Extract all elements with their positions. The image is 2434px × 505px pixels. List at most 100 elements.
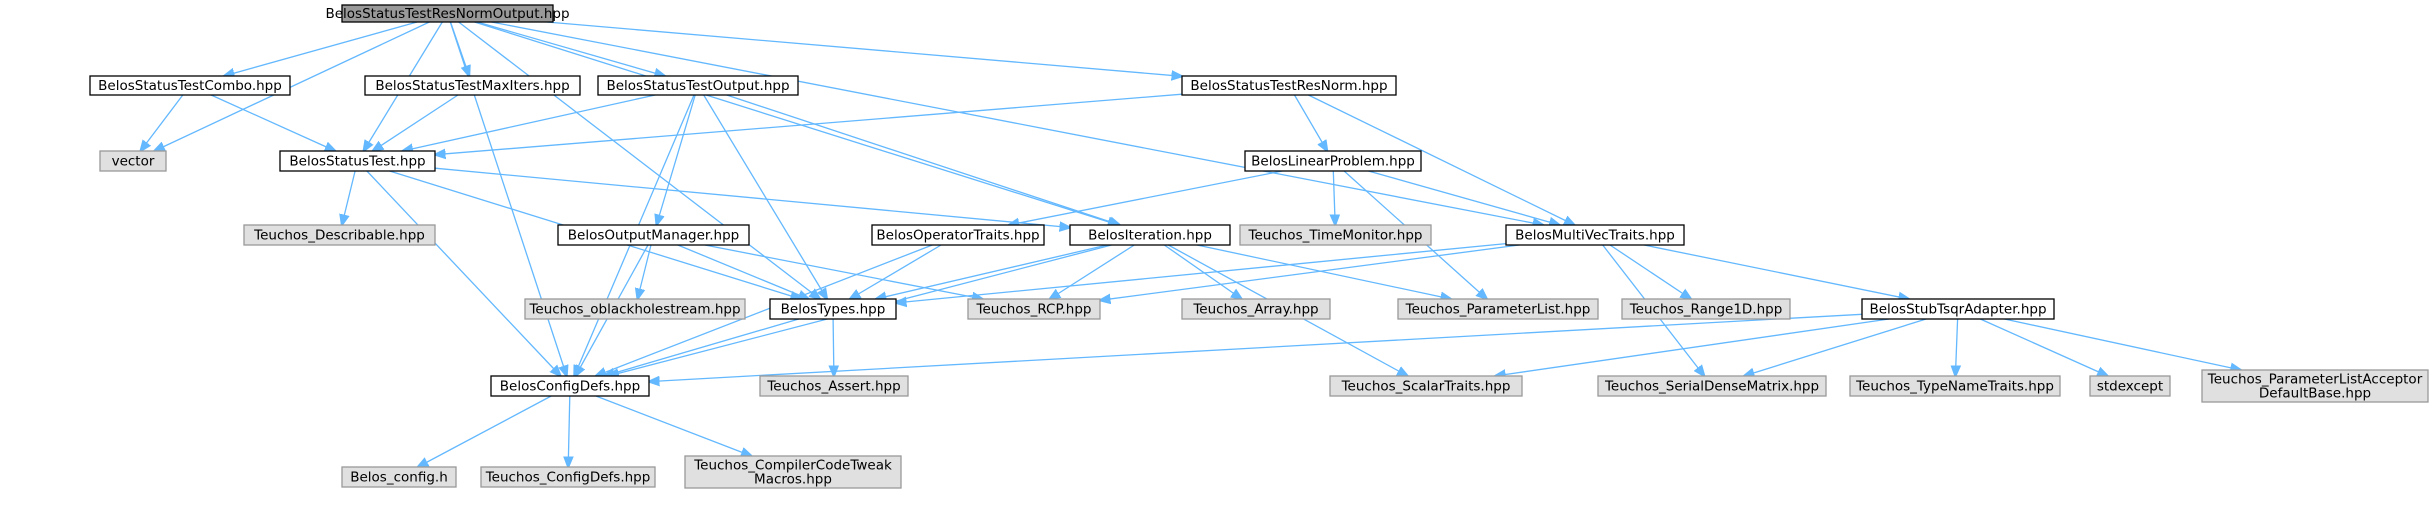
node-combo[interactable]: BelosStatusTestCombo.hpp (89, 75, 291, 96)
node-array: Teuchos_Array.hpp (1181, 298, 1331, 320)
edge-root-to-iteration (474, 21, 1119, 225)
node-label-multivectraits: BelosMultiVecTraits.hpp (1515, 228, 1675, 244)
node-box-operatortraits (871, 224, 1045, 246)
node-label-maxiters: BelosStatusTestMaxIters.hpp (375, 78, 569, 94)
node-label-compilertweak-line-2: Macros.hpp (754, 472, 832, 488)
node-label-belosconfig: Belos_config.h (350, 470, 448, 486)
node-placcept: Teuchos_ParameterListAcceptorDefaultBase… (2201, 369, 2429, 403)
node-label-tsqr: BelosStubTsqrAdapter.hpp (1869, 302, 2046, 318)
node-belosconfig: Belos_config.h (341, 466, 457, 488)
node-root[interactable]: BelosStatusTestResNormOutput.hpp (325, 4, 570, 23)
node-stdexcept: stdexcept (2089, 375, 2171, 397)
node-label-outputmanager: BelosOutputManager.hpp (568, 228, 739, 244)
edge-output-to-outputmanager (657, 94, 696, 225)
node-maxiters[interactable]: BelosStatusTestMaxIters.hpp (364, 75, 581, 96)
edge-combo-to-statustest (210, 94, 335, 151)
node-output[interactable]: BelosStatusTestOutput.hpp (597, 75, 799, 96)
node-label-statustest: BelosStatusTest.hpp (289, 154, 425, 170)
node-box-belosconfig (341, 466, 457, 488)
node-label-stdexcept: stdexcept (2097, 379, 2163, 395)
node-tsqr[interactable]: BelosStubTsqrAdapter.hpp (1861, 298, 2055, 320)
node-label-combo: BelosStatusTestCombo.hpp (98, 78, 282, 94)
node-label-describable: Teuchos_Describable.hpp (253, 228, 425, 244)
edge-resnorm-to-linearproblem (1293, 94, 1328, 151)
node-label-serialdense: Teuchos_SerialDenseMatrix.hpp (1604, 379, 1819, 395)
node-operatortraits[interactable]: BelosOperatorTraits.hpp (871, 224, 1045, 246)
node-resnorm[interactable]: BelosStatusTestResNorm.hpp (1181, 75, 1397, 96)
node-configdefs[interactable]: BelosConfigDefs.hpp (490, 375, 650, 397)
node-box-linearproblem (1244, 150, 1422, 172)
node-label-assert: Teuchos_Assert.hpp (766, 379, 900, 395)
node-range1d: Teuchos_Range1D.hpp (1621, 298, 1791, 320)
edge-linearproblem-to-timemonitor (1333, 170, 1335, 225)
edge-types-to-configdefs (604, 318, 799, 376)
edge-operatortraits-to-types (850, 244, 942, 299)
edge-linearproblem-to-multivectraits (1368, 170, 1559, 225)
edge-tsqr-to-typename (1955, 318, 1957, 376)
edge-configdefs-to-compilertweak (595, 395, 752, 456)
node-rcp: Teuchos_RCP.hpp (967, 298, 1101, 320)
edge-maxiters-to-statustest (373, 94, 459, 151)
node-box-describable (243, 224, 436, 246)
node-box-rcp (967, 298, 1101, 320)
node-box-root (341, 4, 554, 23)
node-iteration[interactable]: BelosIteration.hpp (1069, 224, 1231, 246)
node-timemonitor: Teuchos_TimeMonitor.hpp (1239, 224, 1432, 246)
edge-iteration-to-paramlist (1196, 244, 1451, 299)
node-box-blackhole (524, 298, 746, 320)
node-box-assert (759, 375, 909, 397)
node-box-types (769, 298, 897, 320)
edge-tsqr-to-serialdense (1744, 318, 1927, 376)
edge-output-to-iteration (726, 94, 1120, 225)
node-multivectraits[interactable]: BelosMultiVecTraits.hpp (1505, 224, 1685, 246)
edges-layer (141, 21, 2241, 467)
node-label-compilertweak-line-1: Teuchos_CompilerCodeTweak (693, 458, 892, 474)
edge-multivectraits-to-types (896, 242, 1507, 303)
node-vector: vector (99, 150, 167, 172)
node-label-vector: vector (112, 154, 155, 170)
edge-outputmanager-to-rcp (704, 244, 983, 299)
node-box-scalartraits (1329, 375, 1523, 397)
node-label-types: BelosTypes.hpp (781, 302, 886, 318)
edge-configdefs-to-belosconfig (418, 395, 552, 467)
node-box-timemonitor (1239, 224, 1432, 246)
node-linearproblem[interactable]: BelosLinearProblem.hpp (1244, 150, 1422, 172)
nodes-layer: BelosStatusTestResNormOutput.hppBelosSta… (89, 4, 2429, 489)
edge-outputmanager-to-types (677, 244, 809, 299)
node-label-blackhole: Teuchos_oblackholestream.hpp (528, 302, 740, 318)
node-blackhole: Teuchos_oblackholestream.hpp (524, 298, 746, 320)
node-box-vector (99, 150, 167, 172)
edge-configdefs-to-tconfigdefs (568, 395, 570, 467)
node-box-tconfigdefs (480, 466, 656, 488)
node-tconfigdefs: Teuchos_ConfigDefs.hpp (480, 466, 656, 488)
node-label-configdefs: BelosConfigDefs.hpp (500, 379, 640, 395)
edge-output-to-types (703, 94, 827, 299)
node-box-output (597, 75, 799, 96)
node-label-placcept-line-2: DefaultBase.hpp (2259, 386, 2371, 402)
node-box-maxiters (364, 75, 581, 96)
node-statustest[interactable]: BelosStatusTest.hpp (279, 150, 436, 172)
edge-root-to-combo (224, 21, 418, 76)
node-box-typename (1849, 375, 2061, 397)
edge-types-to-assert (833, 318, 834, 376)
edge-multivectraits-to-tsqr (1643, 244, 1909, 299)
edge-resnorm-to-statustest (435, 93, 1183, 155)
node-label-typename: Teuchos_TypeNameTraits.hpp (1855, 379, 2054, 395)
node-label-iteration: BelosIteration.hpp (1088, 228, 1212, 244)
node-box-iteration (1069, 224, 1231, 246)
node-box-outputmanager (557, 224, 750, 246)
edge-linearproblem-to-operatortraits (1009, 170, 1283, 225)
node-box-range1d (1621, 298, 1791, 320)
edge-statustest-to-iteration (434, 167, 1070, 227)
edge-tsqr-to-placcept (2004, 318, 2240, 370)
node-box-multivectraits (1505, 224, 1685, 246)
edge-iteration-to-rcp (1050, 244, 1135, 299)
node-label-timemonitor: Teuchos_TimeMonitor.hpp (1248, 228, 1423, 244)
edge-multivectraits-to-rcp (1100, 244, 1520, 300)
node-types[interactable]: BelosTypes.hpp (769, 298, 897, 320)
node-outputmanager[interactable]: BelosOutputManager.hpp (557, 224, 750, 246)
node-box-statustest (279, 150, 436, 172)
edge-root-to-vector (154, 21, 430, 151)
edge-root-to-configdefs (449, 21, 566, 376)
